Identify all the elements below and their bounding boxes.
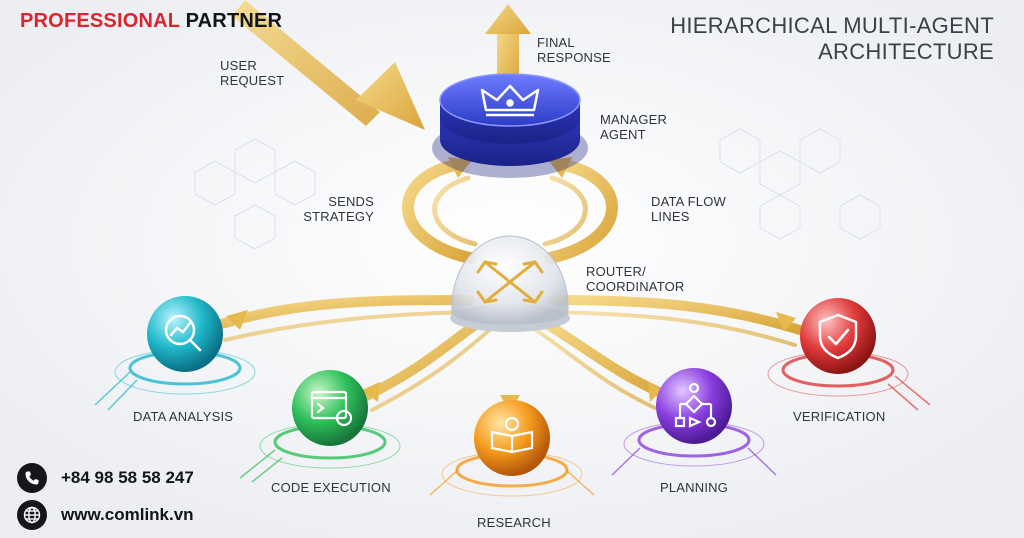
user-request-line1: USER: [220, 58, 257, 73]
router-coordinator-label: ROUTER/ COORDINATOR: [586, 264, 685, 294]
user-request-line2: REQUEST: [220, 73, 285, 88]
final-response-arrow: [485, 4, 531, 85]
sends-strategy-label: SENDS STRATEGY: [300, 194, 374, 224]
final-response-line1: FINAL: [537, 35, 575, 50]
user-request-label: USER REQUEST: [220, 58, 284, 88]
verification-label: VERIFICATION: [793, 409, 886, 424]
crossed-arrows-icon: [476, 260, 544, 304]
data-flow-label: DATA FLOW LINES: [651, 194, 726, 224]
data-analysis-label: DATA ANALYSIS: [133, 409, 234, 424]
to-verification-arrowhead: [776, 312, 796, 332]
manager-router-loops: [402, 159, 618, 264]
to-code-execution-arrowhead: [362, 382, 380, 402]
data-analysis-node: [114, 296, 256, 395]
research-label: RESEARCH: [477, 515, 551, 530]
crown-icon: [480, 84, 540, 117]
manager-line1: MANAGER: [600, 112, 668, 127]
data-flow-line2: LINES: [651, 209, 690, 224]
manager-line2: AGENT: [600, 127, 646, 142]
router-line2: COORDINATOR: [586, 279, 685, 294]
title-line2: ARCHITECTURE: [818, 39, 994, 64]
planning-node: [623, 368, 765, 467]
code-execution-node: [259, 370, 401, 469]
final-response-label: FINAL RESPONSE: [537, 35, 611, 65]
code-execution-label: CODE EXECUTION: [271, 480, 391, 495]
sends-strategy-line1: SENDS: [328, 194, 374, 209]
to-data-analysis-arrowhead: [226, 310, 248, 330]
book-lightbulb-icon: [490, 416, 534, 454]
phone-number: +84 98 58 58 247: [61, 468, 194, 487]
data-flow-line1: DATA FLOW: [651, 194, 726, 209]
manager-agent-node: [432, 73, 588, 178]
final-response-line2: RESPONSE: [537, 50, 611, 65]
phone-contact[interactable]: +84 98 58 58 247: [17, 463, 194, 493]
globe-icon: [17, 500, 47, 530]
flowchart-icon: [674, 382, 717, 428]
to-planning-arrowhead: [648, 382, 662, 402]
chart-magnifier-icon: [164, 314, 202, 352]
page-title: HIERARCHICAL MULTI-AGENT ARCHITECTURE: [670, 13, 994, 65]
shield-check-icon: [818, 313, 858, 360]
manager-agent-label: MANAGER AGENT: [600, 112, 667, 142]
router-line1: ROUTER/: [586, 264, 646, 279]
research-node: [441, 400, 583, 497]
brand-part1: PROFESSIONAL: [20, 10, 180, 32]
hexagon-pattern: [194, 128, 881, 250]
circuit-traces: [94, 371, 931, 496]
planning-label: PLANNING: [660, 480, 729, 495]
sends-strategy-line2: STRATEGY: [303, 209, 374, 224]
verification-node: [767, 298, 909, 397]
terminal-gear-icon: [310, 390, 353, 427]
brand-part2: PARTNER: [185, 10, 283, 32]
user-request-arrow: [232, 0, 425, 130]
router-coordinator-node: [450, 235, 570, 332]
title-line1: HIERARCHICAL MULTI-AGENT: [670, 13, 994, 38]
website-url: www.comlink.vn: [61, 505, 194, 524]
brand-logo-text: PROFESSIONAL PARTNER: [20, 10, 282, 33]
phone-icon: [17, 463, 47, 493]
strategy-arrowhead: [448, 157, 472, 178]
data-flow-arrowhead: [548, 157, 572, 178]
agent-flow-lines: [213, 295, 805, 413]
website-contact[interactable]: www.comlink.vn: [17, 500, 194, 530]
